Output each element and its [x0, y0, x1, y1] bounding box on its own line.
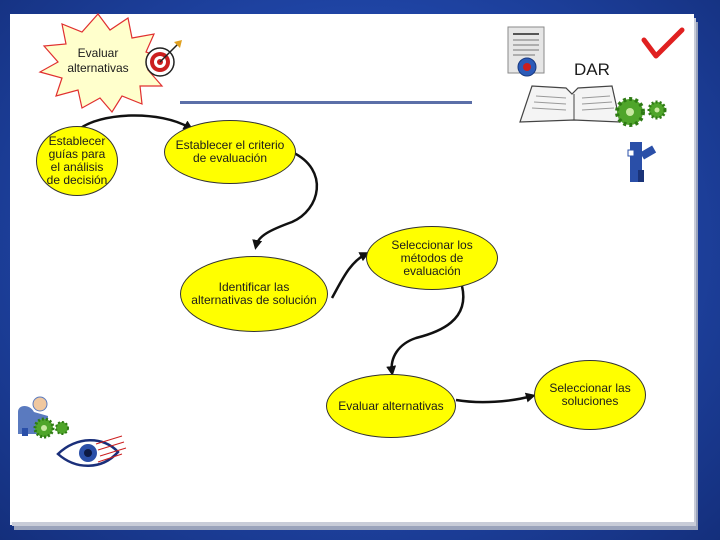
arrow-3 — [330, 252, 370, 299]
checkmark-icon — [641, 27, 685, 59]
gear-icon — [615, 97, 667, 127]
node-evaluar: Evaluar alternativas — [326, 374, 456, 438]
node-identificar: Identificar las alternativas de solución — [180, 256, 328, 332]
node-metodos: Seleccionar los métodos de evaluación — [366, 226, 498, 290]
arrow-5 — [455, 392, 536, 404]
node-guias: Establecer guías para el análisis de dec… — [36, 126, 118, 196]
arrow-4 — [386, 285, 465, 376]
dar-label: DAR — [574, 60, 610, 79]
title-rule — [180, 101, 472, 104]
arrow-1 — [77, 114, 194, 131]
book-icon — [519, 85, 621, 123]
burst-shape — [38, 13, 170, 114]
arrow-2 — [252, 150, 319, 250]
gear-icon-left — [33, 417, 69, 439]
target-icon — [145, 40, 182, 77]
person-icon — [627, 142, 657, 182]
node-criterio: Establecer el criterio de evaluación — [164, 120, 296, 184]
node-soluciones: Seleccionar las soluciones — [534, 360, 646, 430]
document-icon — [507, 26, 545, 77]
eye-icon — [56, 435, 127, 467]
burst-label: Evaluar alternativas — [67, 46, 129, 75]
